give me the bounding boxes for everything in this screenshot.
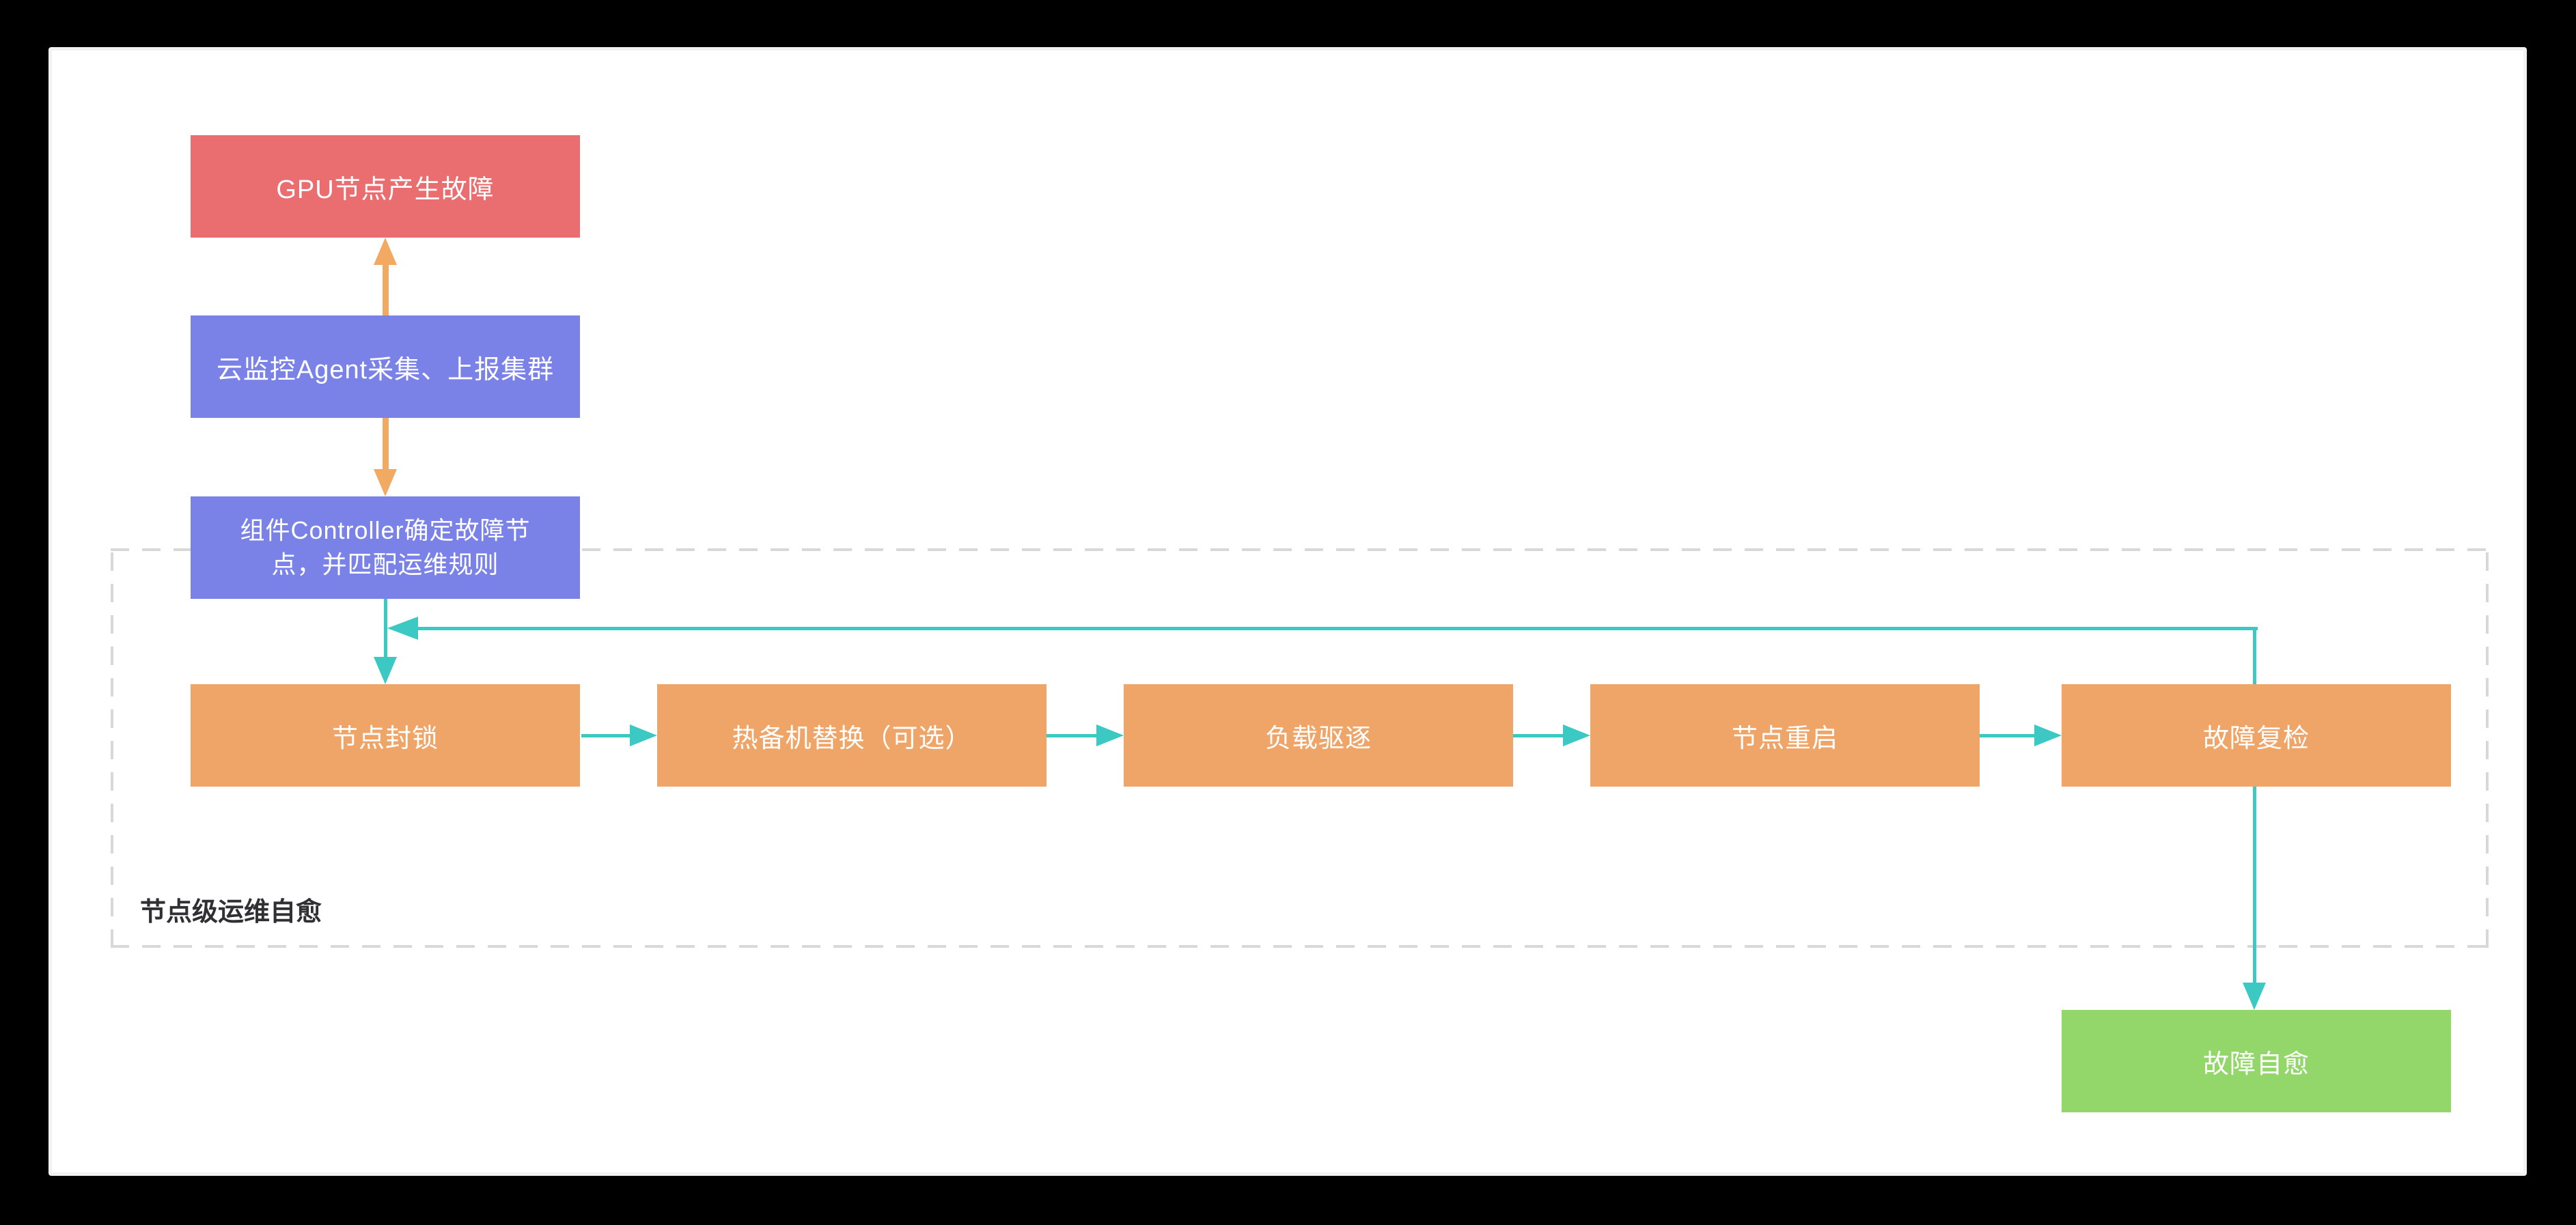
node-label: 负载驱逐 (1264, 724, 1372, 753)
node-restart: 节点重启 (1590, 684, 1980, 787)
arrow-right-icon (2034, 724, 2062, 746)
arrow-right-icon (630, 724, 657, 746)
node-block: 节点封锁 (191, 684, 580, 787)
feedback-line-vertical (2253, 627, 2256, 684)
arrow-down-icon (2243, 983, 2266, 1010)
arrow-standby-to-evict-shaft (1047, 734, 1098, 737)
arrow-agent-to-gpu-shaft (383, 264, 389, 315)
node-label: 组件Controller确定故障节 点，并匹配运维规则 (240, 516, 531, 578)
node-fault-recheck: 故障复检 (2062, 684, 2451, 787)
arrow-agent-to-controller-shaft (383, 418, 389, 470)
node-label: 节点封锁 (331, 724, 439, 753)
node-controller-match: 组件Controller确定故障节 点，并匹配运维规则 (191, 496, 580, 599)
arrow-down-icon (374, 469, 397, 496)
node-hot-standby: 热备机替换（可选） (657, 684, 1047, 787)
node-label: 云监控Agent采集、上报集群 (216, 355, 555, 384)
node-label: GPU节点产生故障 (276, 175, 495, 204)
line-controller-to-block (384, 599, 387, 658)
arrow-right-icon (1096, 724, 1124, 746)
arrow-evict-to-restart-shaft (1513, 734, 1564, 737)
node-cloud-agent: 云监控Agent采集、上报集群 (191, 315, 580, 418)
node-fault-healed: 故障自愈 (2062, 1010, 2451, 1112)
arrow-block-to-standby-shaft (581, 734, 631, 737)
node-label: 故障复检 (2202, 724, 2310, 753)
arrow-up-icon (374, 238, 397, 265)
node-gpu-fault: GPU节点产生故障 (191, 135, 580, 238)
node-label: 节点重启 (1731, 724, 1838, 753)
arrow-restart-to-recheck-shaft (1980, 734, 2036, 737)
line-recheck-to-healed (2253, 787, 2256, 984)
group-label: 节点级运维自愈 (140, 898, 322, 927)
arrow-right-icon (1563, 724, 1590, 746)
node-label: 热备机替换（可选） (732, 724, 972, 753)
node-load-evict: 负载驱逐 (1124, 684, 1513, 787)
feedback-line-horizontal (417, 627, 2258, 630)
arrow-left-icon (387, 617, 418, 640)
node-label: 故障自愈 (2202, 1050, 2310, 1079)
arrow-down-icon (374, 657, 397, 684)
